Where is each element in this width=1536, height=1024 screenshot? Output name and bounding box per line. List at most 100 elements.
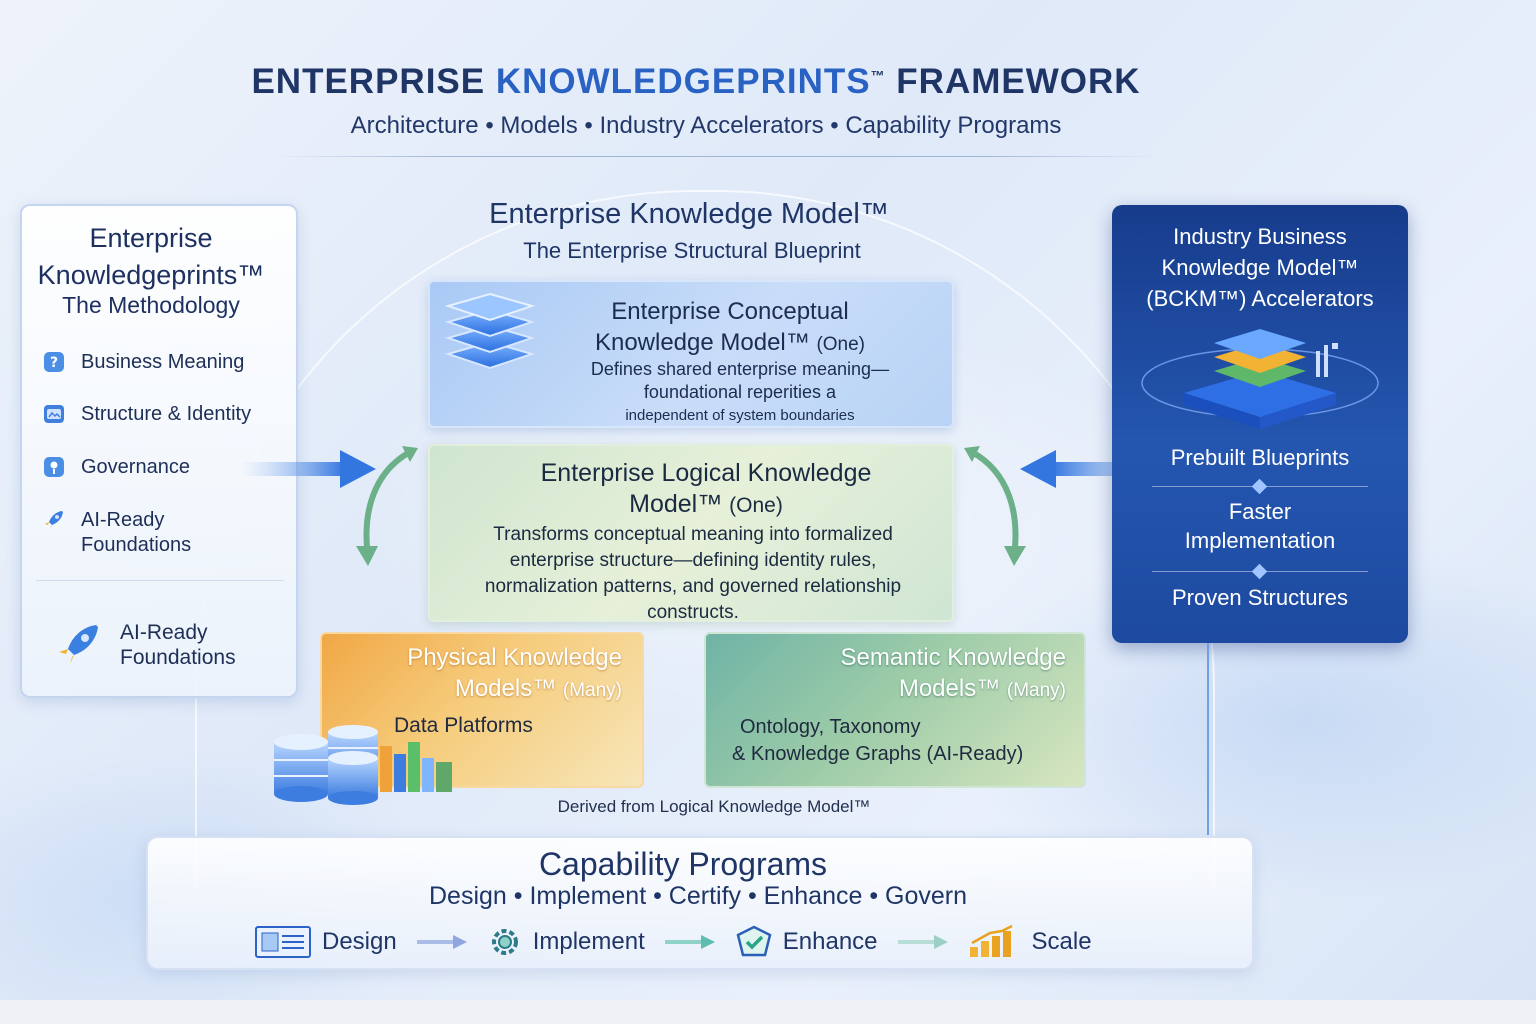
methodology-item-label: Governance (81, 455, 190, 480)
question-icon: ? (42, 350, 66, 374)
methodology-subtitle: The Methodology (22, 292, 280, 319)
accelerator-item-proven: Proven Structures (1112, 583, 1408, 612)
bar-growth-icon (968, 925, 1018, 959)
physical-title: Physical Knowledge Models™ (Many) (322, 642, 622, 706)
conceptual-title-line1: Enterprise Conceptual (550, 296, 910, 327)
faster-line1: Faster (1112, 497, 1408, 526)
physical-title-line2: Models™ (455, 675, 556, 702)
semantic-models-box: Semantic Knowledge Models™ (Many) Ontolo… (704, 632, 1086, 788)
physical-title-line1: Physical Knowledge (322, 642, 622, 673)
conceptual-qualifier: (One) (816, 334, 865, 355)
methodology-item-structure-identity: Structure & Identity (42, 402, 251, 427)
arrow-right-icon (898, 934, 948, 950)
conceptual-desc-line2: foundational reperities a (540, 381, 940, 404)
accelerators-title: Industry Business Knowledge Model™ (BCKM… (1112, 221, 1408, 314)
step-label: Scale (1032, 928, 1092, 956)
methodology-item-label: AI-Ready Foundations (81, 508, 191, 558)
capability-steps: Design Implement Enhance (254, 924, 1092, 960)
accelerators-title-line1: Industry Business (1112, 221, 1408, 252)
semantic-title: Semantic Knowledge Models™ (Many) (706, 642, 1066, 706)
logical-desc-line4: constructs. (430, 600, 956, 626)
svg-text:?: ? (50, 355, 58, 371)
methodology-item-business-meaning: ? Business Meaning (42, 350, 244, 375)
step-label: Implement (533, 928, 645, 956)
step-label: Design (322, 928, 397, 956)
methodology-title-line1: Enterprise (22, 220, 280, 257)
bottom-strip (0, 1000, 1536, 1024)
conceptual-desc-line3: independent of system boundaries (540, 404, 940, 427)
logical-qualifier: (One) (729, 494, 783, 517)
conceptual-title-line2: Knowledge Model™ (595, 329, 810, 356)
id-card-icon (42, 402, 66, 426)
title-part-1: ENTERPRISE (251, 62, 495, 101)
rocket-icon (42, 508, 66, 532)
logical-title-line1: Enterprise Logical Knowledge (430, 458, 982, 489)
header-divider (272, 156, 1158, 157)
title-accent: KNOWLEDGEPRINTS (496, 62, 871, 101)
diamond-icon (1252, 479, 1268, 495)
title-trademark: ™ (871, 67, 886, 83)
semantic-sub-line1: Ontology, Taxonomy (732, 714, 1072, 741)
ai-ready-line2: Foundations (81, 534, 191, 556)
logical-model-box: Enterprise Logical Knowledge Model™ (One… (428, 444, 954, 622)
accelerator-item-prebuilt: Prebuilt Blueprints (1112, 443, 1408, 472)
accelerators-title-line2: Knowledge Model™ (1112, 252, 1408, 283)
semantic-title-line1: Semantic Knowledge (706, 642, 1066, 673)
ekm-title: Enterprise Knowledge Model™ (380, 198, 998, 231)
title-part-2: FRAMEWORK (886, 62, 1141, 101)
methodology-title-line2: Knowledgeprints™ (22, 257, 280, 294)
blueprint-platform-icon (1136, 321, 1384, 437)
arrow-right-icon (417, 934, 467, 950)
logical-desc-line3: normalization patterns, and governed rel… (430, 574, 956, 600)
footer-line1: AI-Ready (120, 621, 208, 644)
methodology-divider (36, 580, 284, 581)
footer-line2: Foundations (120, 646, 236, 669)
logical-title-line2: Model™ (629, 490, 722, 518)
step-label: Enhance (783, 928, 878, 956)
conceptual-title: Enterprise Conceptual Knowledge Model™ (… (550, 296, 910, 360)
methodology-footer-label: AI-Ready Foundations (120, 620, 236, 670)
gear-icon (487, 924, 523, 960)
accelerator-item-faster: Faster Implementation (1112, 497, 1408, 555)
ai-ready-line1: AI-Ready (81, 509, 164, 531)
derived-note: Derived from Logical Knowledge Model™ (400, 797, 1028, 817)
semantic-sub-line2: & Knowledge Graphs (AI-Ready) (732, 741, 1072, 768)
methodology-item-label: Structure & Identity (81, 402, 251, 427)
accelerators-title-line3: (BCKM™) Accelerators (1112, 283, 1408, 314)
semantic-title-line2: Models™ (899, 675, 1000, 702)
methodology-footer: AI-Ready Foundations (54, 620, 236, 670)
shield-check-icon (735, 925, 773, 959)
left-cycle-arrow (344, 442, 424, 572)
info-icon (42, 455, 66, 479)
semantic-subtitle: Ontology, Taxonomy & Knowledge Graphs (A… (732, 714, 1072, 768)
methodology-item-label: Business Meaning (81, 350, 244, 375)
document-list-icon (254, 925, 312, 959)
page-title: ENTERPRISE KNOWLEDGEPRINTS™ FRAMEWORK (0, 62, 1392, 102)
capability-title: Capability Programs (148, 846, 1218, 883)
diamond-icon (1252, 564, 1268, 580)
accelerators-panel: Industry Business Knowledge Model™ (BCKM… (1112, 205, 1408, 643)
step-enhance: Enhance (735, 925, 878, 959)
capability-programs-panel: Capability Programs Design • Implement •… (146, 836, 1254, 970)
conceptual-description: Defines shared enterprise meaning— found… (540, 358, 940, 427)
physical-qualifier: (Many) (563, 680, 622, 701)
capability-subtitle: Design • Implement • Certify • Enhance •… (148, 882, 1248, 911)
database-charts-icon (268, 718, 472, 808)
arrow-right-icon (665, 934, 715, 950)
faster-line2: Implementation (1112, 526, 1408, 555)
rocket-icon (54, 621, 102, 669)
methodology-title: Enterprise Knowledgeprints™ (22, 220, 280, 294)
layers-stack-icon (444, 292, 536, 378)
accelerators-connector (1207, 643, 1209, 835)
conceptual-model-box: Enterprise Conceptual Knowledge Model™ (… (428, 280, 954, 428)
logical-desc-line2: enterprise structure—defining identity r… (430, 548, 956, 574)
ekm-subtitle: The Enterprise Structural Blueprint (380, 238, 1004, 264)
methodology-item-ai-ready: AI-Ready Foundations (42, 508, 191, 558)
logical-title: Enterprise Logical Knowledge Model™ (One… (430, 458, 982, 521)
logical-desc-line1: Transforms conceptual meaning into forma… (430, 522, 956, 548)
page-subtitle: Architecture • Models • Industry Acceler… (0, 112, 1412, 140)
methodology-item-governance: Governance (42, 455, 190, 480)
semantic-qualifier: (Many) (1007, 680, 1066, 701)
step-design: Design (254, 925, 397, 959)
step-implement: Implement (487, 924, 645, 960)
